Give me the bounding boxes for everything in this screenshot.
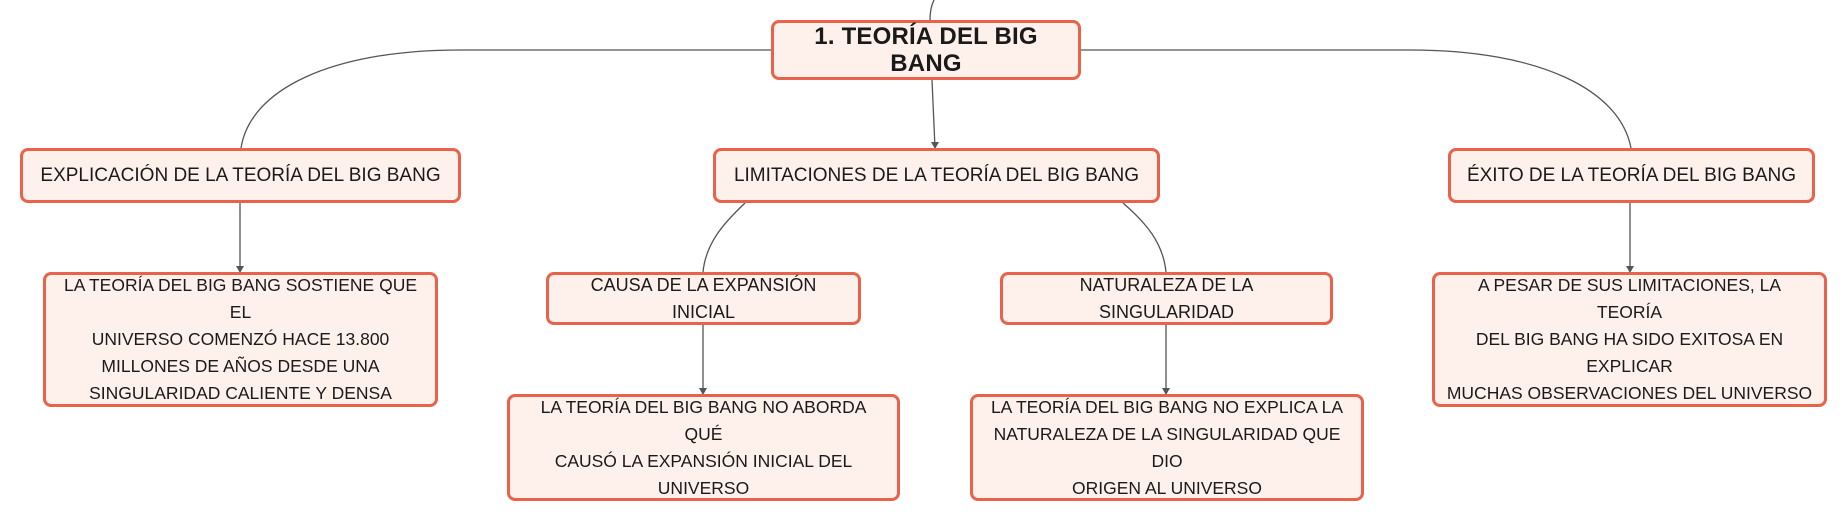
arrowhead bbox=[1162, 388, 1170, 395]
node-text-line: LA TEORÍA DEL BIG BANG SOSTIENE QUE EL bbox=[63, 275, 418, 322]
connector-limitaciones-naturaleza bbox=[1122, 202, 1167, 273]
node-text-line: CAUSÓ LA EXPANSIÓN INICIAL DEL UNIVERSO bbox=[554, 450, 853, 498]
node-text-line: ORIGEN AL UNIVERSO bbox=[1072, 477, 1262, 498]
node-text-line: MILLONES DE AÑOS DESDE UNA bbox=[101, 356, 380, 376]
node-exito-detalle[interactable]: A PESAR DE SUS LIMITACIONES, LA TEORÍA D… bbox=[1432, 272, 1827, 407]
node-text-line: LA TEORÍA DEL BIG BANG NO EXPLICA LA bbox=[990, 396, 1344, 417]
node-text-line: DEL BIG BANG HA SIDO EXITOSA EN EXPLICAR bbox=[1475, 329, 1784, 376]
node-text-block: LA TEORÍA DEL BIG BANG NO ABORDA QUÉ CAU… bbox=[520, 394, 887, 502]
node-root-teoria-big-bang[interactable]: 1. TEORÍA DEL BIG BANG bbox=[771, 20, 1081, 80]
node-explicacion-detalle[interactable]: LA TEORÍA DEL BIG BANG SOSTIENE QUE EL U… bbox=[43, 272, 438, 407]
arrowhead bbox=[1626, 266, 1634, 273]
node-exito[interactable]: ÉXITO DE LA TEORÍA DEL BIG BANG bbox=[1448, 148, 1815, 203]
node-label: CAUSA DE LA EXPANSIÓN INICIAL bbox=[590, 274, 817, 322]
connector-limitaciones-causa bbox=[702, 202, 746, 273]
arrowhead bbox=[699, 388, 707, 395]
node-causa-expansion[interactable]: CAUSA DE LA EXPANSIÓN INICIAL bbox=[546, 272, 861, 325]
node-label: ÉXITO DE LA TEORÍA DEL BIG BANG bbox=[1466, 165, 1797, 186]
connector-root-explicacion bbox=[240, 49, 771, 149]
arrowhead bbox=[931, 142, 939, 149]
node-causa-detalle[interactable]: LA TEORÍA DEL BIG BANG NO ABORDA QUÉ CAU… bbox=[507, 394, 900, 501]
node-text-line: A PESAR DE SUS LIMITACIONES, LA TEORÍA bbox=[1477, 275, 1782, 322]
node-label: 1. TEORÍA DEL BIG BANG bbox=[814, 23, 1038, 77]
node-text-block: LA TEORÍA DEL BIG BANG NO EXPLICA LA NAT… bbox=[983, 394, 1351, 502]
connector-root-limitaciones bbox=[931, 79, 936, 149]
node-text-line: NATURALEZA DE LA SINGULARIDAD QUE DIO bbox=[993, 423, 1341, 471]
node-text-line: SINGULARIDAD CALIENTE Y DENSA bbox=[89, 383, 392, 403]
node-label: EXPLICACIÓN DE LA TEORÍA DEL BIG BANG bbox=[40, 165, 441, 186]
node-naturaleza-detalle[interactable]: LA TEORÍA DEL BIG BANG NO EXPLICA LA NAT… bbox=[970, 394, 1364, 501]
node-label: NATURALEZA DE LA SINGULARIDAD bbox=[1079, 274, 1254, 322]
connector-root-exito bbox=[1081, 49, 1632, 149]
node-text-line: MUCHAS OBSERVACIONES DEL UNIVERSO bbox=[1446, 383, 1813, 403]
node-text-line: UNIVERSO COMENZÓ HACE 13.800 bbox=[91, 329, 390, 349]
node-text-block: A PESAR DE SUS LIMITACIONES, LA TEORÍA D… bbox=[1445, 272, 1814, 407]
node-limitaciones[interactable]: LIMITACIONES DE LA TEORÍA DEL BIG BANG bbox=[713, 148, 1160, 203]
node-explicacion[interactable]: EXPLICACIÓN DE LA TEORÍA DEL BIG BANG bbox=[20, 148, 461, 203]
arrowhead bbox=[236, 266, 244, 273]
node-naturaleza-singularidad[interactable]: NATURALEZA DE LA SINGULARIDAD bbox=[1000, 272, 1333, 325]
connector-root-parent bbox=[929, 0, 935, 21]
node-text-line: LA TEORÍA DEL BIG BANG NO ABORDA QUÉ bbox=[540, 396, 867, 444]
node-label: LIMITACIONES DE LA TEORÍA DEL BIG BANG bbox=[733, 165, 1140, 186]
node-text-block: LA TEORÍA DEL BIG BANG SOSTIENE QUE EL U… bbox=[56, 272, 425, 407]
